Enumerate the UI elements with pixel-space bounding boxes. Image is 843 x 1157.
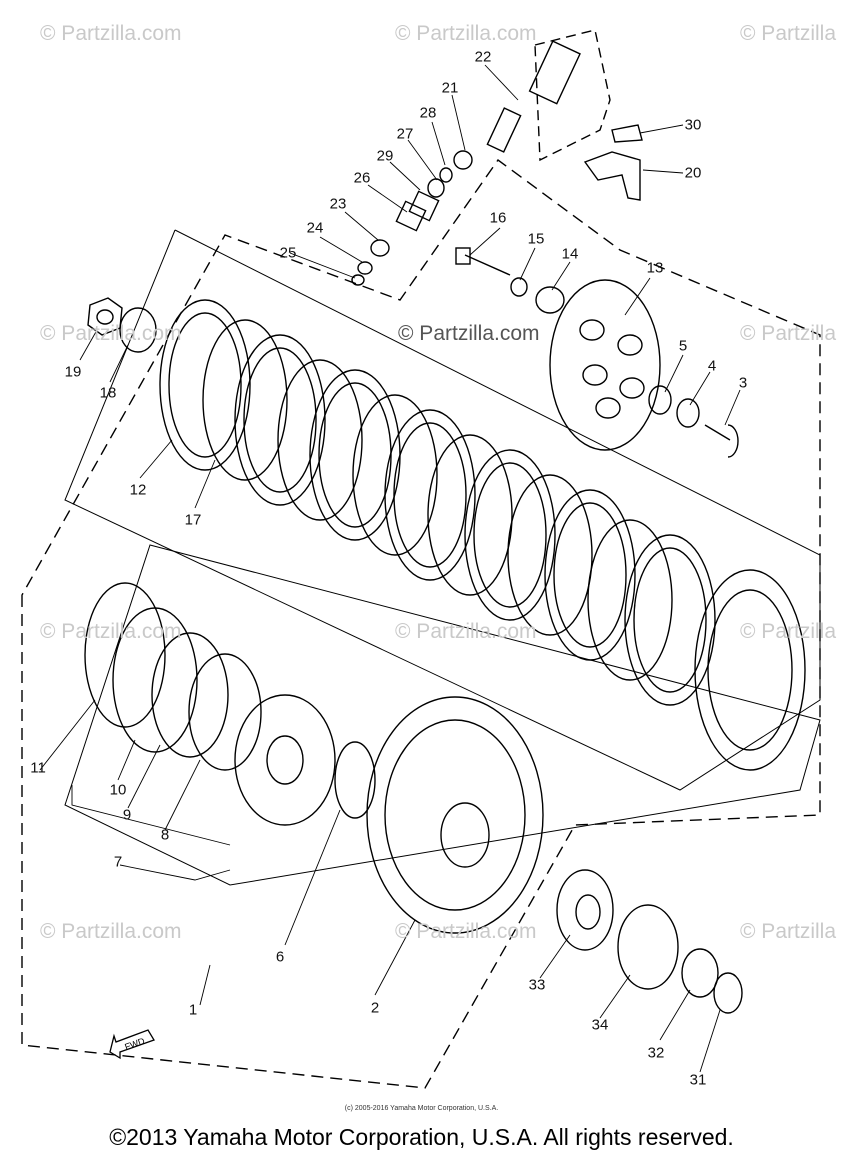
watermark: © Partzilla.com [395, 22, 537, 45]
part-number-31[interactable]: 31 [689, 1071, 707, 1089]
needle-bearing-34 [617, 904, 679, 990]
part-number-34[interactable]: 34 [591, 1016, 609, 1034]
pressure-bosses [579, 319, 645, 419]
watermark: © Partzilla.com [395, 620, 537, 643]
part-number-7[interactable]: 7 [113, 853, 123, 871]
thrust-washer-6 [334, 741, 376, 819]
copyright-notice: ©2013 Yamaha Motor Corporation, U.S.A. A… [109, 1124, 734, 1150]
push-piece-3 [704, 424, 739, 458]
friction-plates [159, 299, 806, 771]
part-number-2[interactable]: 2 [370, 999, 380, 1017]
part-number-10[interactable]: 10 [109, 781, 127, 799]
spring-14 [535, 286, 565, 314]
part-number-6[interactable]: 6 [275, 948, 285, 966]
plate-8 [188, 653, 262, 771]
part-number-24[interactable]: 24 [306, 219, 324, 237]
part-number-5[interactable]: 5 [678, 337, 688, 355]
part-number-18[interactable]: 18 [99, 384, 117, 402]
part-number-22[interactable]: 22 [474, 48, 492, 66]
collar-26 [395, 200, 427, 232]
assembly-boundary [21, 159, 821, 1089]
primary-driven-gear [366, 696, 544, 934]
watermark: © Partzilla [740, 322, 836, 345]
part-number-33[interactable]: 33 [528, 976, 546, 994]
spring-21 [453, 150, 473, 170]
forward-arrow-icon: FWD [109, 1029, 155, 1060]
part-number-13[interactable]: 13 [646, 259, 664, 277]
seat-plate-10 [112, 607, 198, 753]
watermark: © Partzilla.com [395, 920, 537, 943]
part-number-19[interactable]: 19 [64, 363, 82, 381]
shaft-boundary [534, 29, 611, 162]
part-number-30[interactable]: 30 [684, 116, 702, 134]
spring-9 [151, 632, 229, 758]
hub-group-outline [64, 544, 821, 886]
part-number-11[interactable]: 11 [30, 759, 46, 777]
plate-stack-outline [64, 229, 821, 791]
clutch-boss [234, 694, 336, 826]
cushion-ring-11 [84, 582, 166, 728]
watermark: © Partzilla.com [40, 920, 182, 943]
watermark: © Partzilla [740, 620, 836, 643]
part-number-21[interactable]: 21 [441, 79, 459, 97]
part-number-3[interactable]: 3 [738, 374, 748, 392]
part-number-25[interactable]: 25 [279, 244, 297, 262]
part-number-27[interactable]: 27 [396, 125, 414, 143]
small-copyright: (c) 2005-2016 Yamaha Motor Corporation, … [344, 1105, 499, 1112]
part-number-17[interactable]: 17 [184, 511, 202, 529]
watermark: © Partzilla [740, 920, 836, 943]
bolt-30 [611, 124, 643, 143]
watermark: © Partzilla.com [40, 620, 182, 643]
lock-washer-18 [119, 307, 157, 353]
bolt-16 [464, 254, 511, 276]
lever-20 [583, 151, 641, 201]
bearing-33 [556, 869, 614, 951]
part-number-16[interactable]: 16 [489, 209, 507, 227]
leader-lines [39, 64, 741, 1073]
part-number-20[interactable]: 20 [684, 164, 702, 182]
part-number-8[interactable]: 8 [160, 826, 170, 844]
part-number-4[interactable]: 4 [707, 357, 717, 375]
part-number-28[interactable]: 28 [419, 104, 437, 122]
part-number-32[interactable]: 32 [647, 1044, 665, 1062]
washer-31 [713, 972, 743, 1014]
watermark: © Partzilla [740, 22, 836, 45]
pressure-plate [549, 279, 661, 451]
watermark: © Partzilla.com [398, 322, 540, 345]
part-number-15[interactable]: 15 [527, 230, 545, 248]
spacer-32 [681, 948, 719, 998]
part-number-29[interactable]: 29 [376, 147, 394, 165]
part-number-26[interactable]: 26 [353, 169, 371, 187]
part-number-14[interactable]: 14 [561, 245, 579, 263]
push-rod-22 [528, 40, 581, 105]
watermark: © Partzilla.com [40, 322, 182, 345]
part-number-1[interactable]: 1 [188, 1001, 198, 1019]
part-number-12[interactable]: 12 [129, 481, 147, 499]
part-number-23[interactable]: 23 [329, 195, 347, 213]
part-number-9[interactable]: 9 [122, 806, 132, 824]
watermark: © Partzilla.com [40, 22, 182, 45]
